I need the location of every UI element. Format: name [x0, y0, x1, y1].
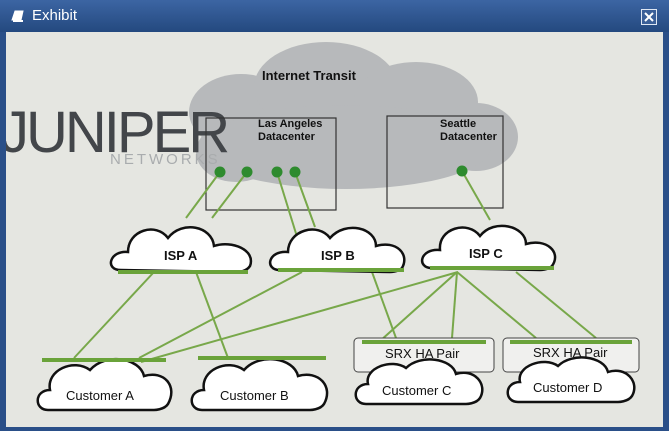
customer-d-label: Customer D: [533, 380, 603, 395]
logo-brand: JUNIPER: [6, 100, 228, 165]
interface-strips: [42, 266, 632, 362]
isp-a-label: ISP A: [164, 248, 198, 263]
datacenter-ports: [214, 165, 468, 178]
window-title: Exhibit: [32, 7, 78, 24]
seattle-datacenter-label: Seattle Datacenter: [440, 118, 497, 143]
internet-transit-label: Internet Transit: [262, 68, 356, 83]
isp-b-label: ISP B: [321, 248, 355, 263]
exhibit-icon: [11, 10, 24, 22]
customer-c-cloud: [354, 358, 484, 406]
network-diagram: JUNIPER NETWORKS: [6, 42, 640, 412]
seattle-datacenter-box: [386, 115, 504, 209]
isp-a-cloud: [109, 226, 253, 274]
close-icon: [644, 12, 654, 22]
customer-a-label: Customer A: [66, 388, 134, 403]
close-button[interactable]: [641, 9, 657, 25]
la-datacenter-box: [205, 117, 337, 211]
customer-b-cloud: [190, 357, 329, 412]
customer-d-cloud: [506, 356, 636, 404]
isp-c-label: ISP C: [469, 246, 503, 261]
exhibit-image: JUNIPER NETWORKS: [6, 32, 663, 427]
customer-c-label: Customer C: [382, 383, 452, 398]
title-bar: Exhibit: [0, 0, 669, 32]
la-datacenter-label: Las Angeles Datacenter: [258, 118, 323, 143]
network-links: [73, 170, 597, 363]
srx-ha-pair-label-1: SRX HA Pair: [385, 346, 460, 361]
srx-ha-pair-label-2: SRX HA Pair: [533, 345, 608, 360]
customer-b-label: Customer B: [220, 388, 289, 403]
juniper-logo: JUNIPER NETWORKS: [6, 100, 231, 168]
logo-subtext: NETWORKS: [110, 151, 221, 168]
